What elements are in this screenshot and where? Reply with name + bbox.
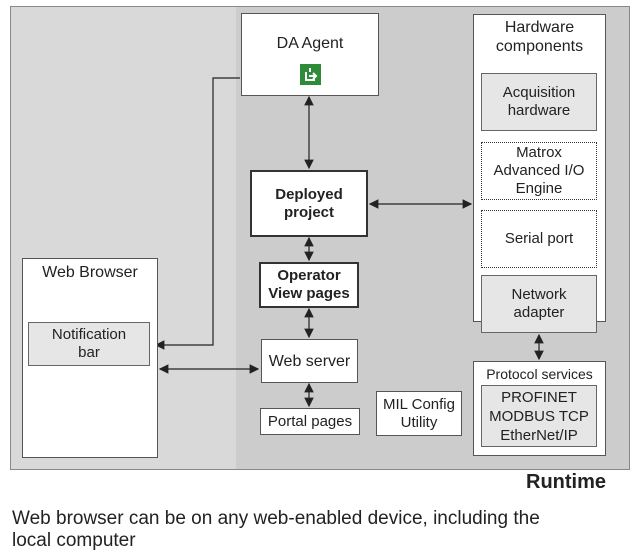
protocols-list-box: PROFINET MODBUS TCP EtherNet/IP xyxy=(481,385,597,447)
protocol-services-label: Protocol services xyxy=(486,366,593,382)
green-export-icon xyxy=(300,64,321,85)
diagram-caption: Web browser can be on any web-enabled de… xyxy=(12,508,540,551)
deployed-project-box: Deployed project xyxy=(250,170,368,237)
serial-port-box: Serial port xyxy=(481,210,597,268)
da-agent-box: DA Agent xyxy=(241,13,379,96)
runtime-label: Runtime xyxy=(526,471,606,493)
matrox-advanced-io-engine-box: Matrox Advanced I/O Engine xyxy=(481,142,597,200)
portal-pages-box: Portal pages xyxy=(260,408,360,435)
da-agent-label: DA Agent xyxy=(276,35,344,52)
acquisition-hardware-box: Acquisition hardware xyxy=(481,73,597,131)
hardware-components-label: Hardware components xyxy=(495,19,584,55)
network-adapter-box: Network adapter xyxy=(481,275,597,333)
mil-config-utility-box: MIL Config Utility xyxy=(376,391,462,436)
web-browser-label: Web Browser xyxy=(42,264,138,281)
web-server-box: Web server xyxy=(261,339,358,383)
operator-view-pages-box: Operator View pages xyxy=(259,262,359,308)
notification-bar-box: Notification bar xyxy=(28,322,150,366)
